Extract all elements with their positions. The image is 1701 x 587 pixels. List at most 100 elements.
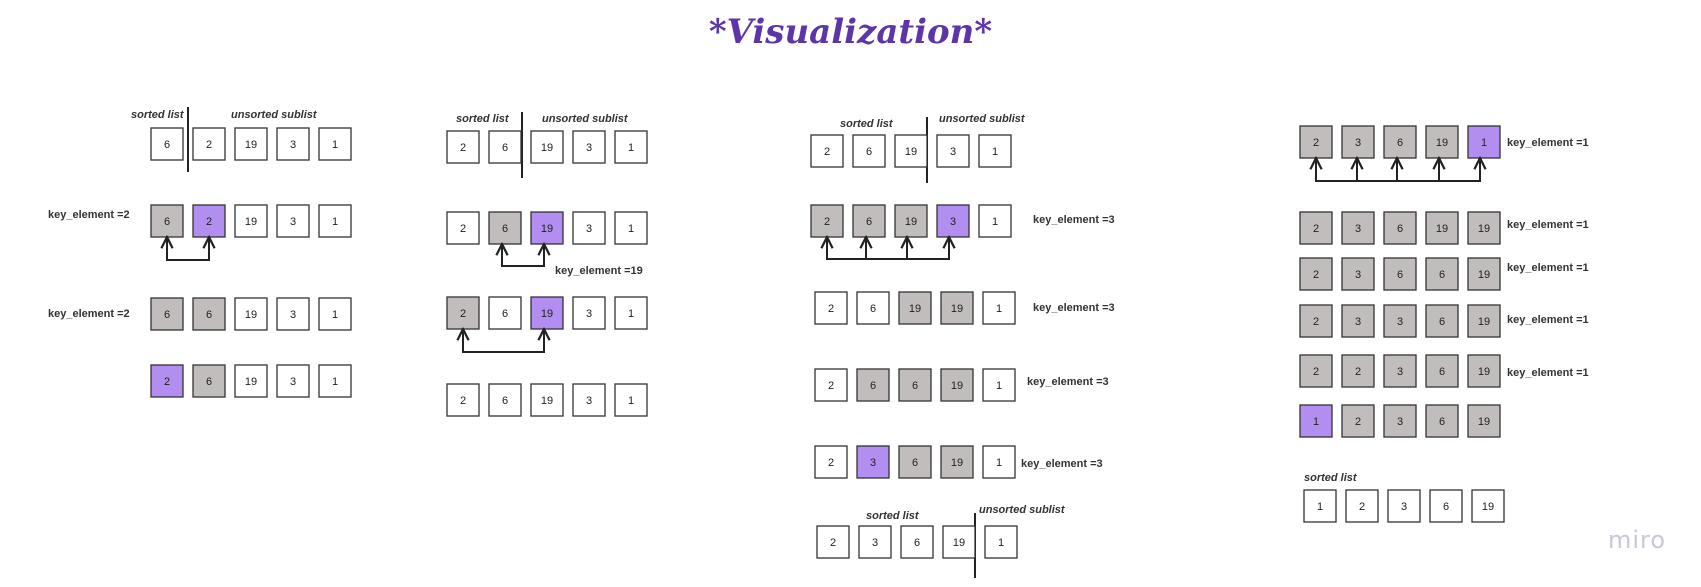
array-cell-value: 3	[1397, 366, 1403, 378]
array-cell	[1299, 211, 1333, 245]
array-cell	[572, 383, 606, 417]
array-cell-value: 19	[245, 139, 257, 151]
array-cell-value: 19	[953, 537, 965, 549]
array-cell-value: 2	[828, 303, 834, 315]
array-cell	[852, 134, 886, 168]
array-cell	[1299, 404, 1333, 438]
array-cell-value: 2	[460, 142, 466, 154]
array-cell	[1383, 404, 1417, 438]
array-cell	[1467, 354, 1501, 388]
array-cell-value: 19	[905, 216, 917, 228]
array-cell	[982, 445, 1016, 479]
array-cell-value: 1	[1317, 501, 1323, 513]
array-cell-value: 6	[164, 216, 170, 228]
array-cell	[318, 204, 352, 238]
array-cell	[614, 296, 648, 330]
array-cell	[898, 368, 932, 402]
array-cell-value: 6	[1439, 366, 1445, 378]
array-cell	[488, 211, 522, 245]
array-cell-value: 6	[502, 223, 508, 235]
array-cell	[488, 383, 522, 417]
array-cell-value: 6	[1397, 223, 1403, 235]
array-cell	[810, 134, 844, 168]
array-cell-value: 3	[586, 395, 592, 407]
array-cell-value: 19	[1478, 316, 1490, 328]
array-cell-value: 19	[1478, 366, 1490, 378]
array-cell-value: 6	[206, 309, 212, 321]
array-cell-value: 6	[206, 376, 212, 388]
array-cell	[982, 368, 1016, 402]
key-element-label: key_element =3	[1033, 302, 1115, 314]
array-cell	[150, 204, 184, 238]
array-cell-value: 3	[1397, 416, 1403, 428]
array-cell	[1387, 489, 1421, 523]
array-cell-value: 19	[1478, 416, 1490, 428]
array-cell	[318, 297, 352, 331]
array-cell	[814, 291, 848, 325]
array-cell-value: 3	[872, 537, 878, 549]
array-cell	[614, 211, 648, 245]
array-cell-value: 6	[866, 216, 872, 228]
array-cell	[572, 211, 606, 245]
array-cell-value: 3	[1355, 137, 1361, 149]
array-cell	[852, 204, 886, 238]
unsorted-sublist-caption: unsorted sublist	[979, 504, 1066, 516]
array-cell-value: 2	[830, 537, 836, 549]
sorted-list-caption: sorted list	[840, 118, 894, 130]
array-cell	[1383, 354, 1417, 388]
array-cell-value: 6	[164, 139, 170, 151]
array-cell	[1299, 257, 1333, 291]
array-cell	[856, 445, 890, 479]
array-cell-value: 2	[828, 457, 834, 469]
array-cell	[446, 211, 480, 245]
array-cell-value: 1	[992, 216, 998, 228]
array-cell	[318, 127, 352, 161]
array-cell-value: 2	[1359, 501, 1365, 513]
array-cell	[150, 127, 184, 161]
key-element-label: key_element =1	[1507, 262, 1589, 274]
array-cell	[814, 445, 848, 479]
array-cell-value: 3	[290, 139, 296, 151]
array-cell-value: 1	[332, 309, 338, 321]
array-cell-value: 19	[541, 223, 553, 235]
array-cell-value: 2	[206, 139, 212, 151]
key-element-label: key_element =2	[48, 209, 130, 221]
array-cell-value: 6	[1397, 137, 1403, 149]
key-element-label: key_element =1	[1507, 137, 1589, 149]
array-cell	[276, 204, 310, 238]
sorted-list-caption: sorted list	[866, 510, 920, 522]
array-cell	[614, 383, 648, 417]
array-cell-value: 6	[502, 308, 508, 320]
array-cell-value: 19	[1482, 501, 1494, 513]
sorted-list-caption: sorted list	[131, 109, 185, 121]
array-cell	[446, 130, 480, 164]
array-cell	[936, 134, 970, 168]
key-element-label: key_element =3	[1021, 458, 1103, 470]
page-title: *Visualization*	[708, 12, 993, 52]
array-cell	[1341, 354, 1375, 388]
array-cell	[1341, 125, 1375, 159]
key-element-label: key_element =2	[48, 308, 130, 320]
array-cell	[1383, 211, 1417, 245]
array-cell-value: 19	[1436, 223, 1448, 235]
array-cell-value: 19	[1436, 137, 1448, 149]
array-cell-value: 1	[332, 139, 338, 151]
array-cell	[936, 204, 970, 238]
array-cell-value: 6	[914, 537, 920, 549]
array-cell	[1383, 125, 1417, 159]
array-cell-value: 6	[912, 457, 918, 469]
array-cell	[1467, 304, 1501, 338]
array-cell	[572, 296, 606, 330]
